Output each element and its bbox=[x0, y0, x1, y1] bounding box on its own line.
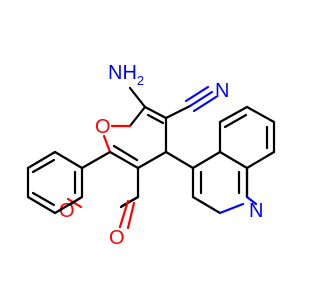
pyran-ring bbox=[102, 86, 168, 170]
atom-label-pyran-o: O bbox=[95, 116, 111, 138]
structure-canvas: NH2 N O O O N bbox=[26, 62, 276, 249]
nitrile-group bbox=[164, 85, 218, 120]
atom-label-quinoline-n: N bbox=[249, 200, 263, 222]
benzo-ring bbox=[26, 150, 84, 215]
atom-label-carbonyl-o: O bbox=[109, 227, 125, 249]
atom-label-nh2: NH2 bbox=[108, 62, 144, 88]
molecule-structure: NH2 N O O O N bbox=[26, 62, 276, 249]
quinoline-group bbox=[164, 105, 276, 215]
atom-label-nitrile-n: N bbox=[215, 80, 229, 102]
